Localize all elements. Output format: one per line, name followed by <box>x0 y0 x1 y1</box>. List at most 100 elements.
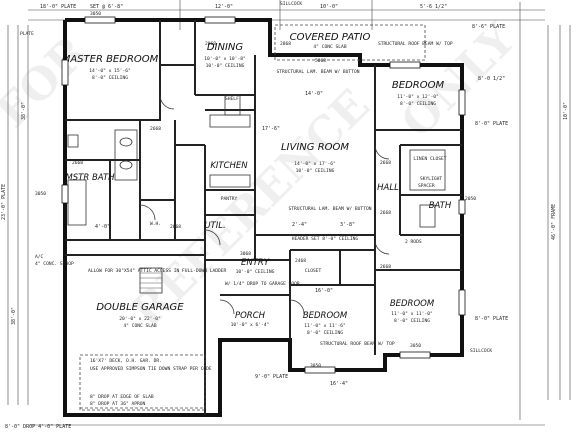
garage-slab-note: 4" CONC SLAB <box>123 323 156 329</box>
room-size-bedroom-1: 11'-0" x 12'-0" <box>397 94 439 100</box>
dim-left-3: 38'-0" <box>21 102 27 120</box>
note-ac: A/C <box>35 254 44 260</box>
dimension-text: 18'-0" PLATE SET @ 6'-8" 12'-0" 10'-0" 5… <box>1 4 569 430</box>
dim-mid-1: 14'-0" <box>305 91 323 97</box>
code-3050-c: 3050 <box>410 343 421 349</box>
room-size-porch: 10'-0" x 6'-4" <box>231 322 270 328</box>
bathtub <box>67 179 87 226</box>
note-skylight: SKYLIGHT <box>420 176 442 182</box>
windows <box>61 16 466 374</box>
note-sillcock-top: SILLCOCK <box>280 1 302 7</box>
dim-mid-5: 4'-0" <box>95 224 110 230</box>
dim-right-1: 46'-0" FRAME <box>551 204 557 240</box>
room-label-hall: HALL <box>377 183 399 193</box>
room-label-bedroom-1: BEDROOM <box>392 80 445 91</box>
dim-top-5: 5'-6 1/2" <box>420 4 447 10</box>
ceiling-bedroom-3: 8'-0" CEILING <box>394 318 430 324</box>
bath-toilet <box>419 204 436 228</box>
room-size-bedroom-2: 11'-0" x 11'-6" <box>304 323 346 329</box>
dim-mid-6: 16'-0" <box>315 288 333 294</box>
dim-mid-2: 17'-6" <box>262 126 280 132</box>
dimension-lines <box>7 0 571 426</box>
code-3050-d: 3050 <box>310 363 321 369</box>
door-swings <box>139 94 390 315</box>
covered-patio-outline <box>274 24 426 61</box>
note-structural-roof-top: STRUCTURAL ROOF BEAM W/ TOP <box>378 41 453 47</box>
dim-right-4: 8'-0" PLATE <box>475 121 508 127</box>
patio-slab-note: 4" CONC SLAB <box>313 44 346 50</box>
code-2868-patio: 2868 <box>280 41 291 47</box>
room-size-dining: 10'-0" x 10'-8" <box>204 56 246 62</box>
note-structural-roof: STRUCTURAL ROOF BEAM W/ TOP <box>320 341 395 347</box>
room-label-master-bedroom: MASTER BEDROOM <box>62 54 159 65</box>
opening-codes: 2868 2868 5068 2668 2668 2668 2668 2668 … <box>20 11 476 369</box>
ceiling-bedroom-1: 8'-0" CEILING <box>400 101 436 107</box>
dim-right-3: 8'-0" PLATE <box>475 316 508 322</box>
code-3068: 3068 <box>240 251 251 257</box>
dim-top-2: SET @ 6'-8" <box>90 4 123 10</box>
note-shelf: SHELF <box>225 96 239 102</box>
code-2668-d: 2668 <box>380 160 391 166</box>
dim-right-top: 8'-0 1/2" <box>478 76 505 82</box>
room-labels: MASTER BEDROOM 14'-0" x 15'-6" 8'-0" CEI… <box>62 32 452 336</box>
note-wh: W.H. <box>150 221 161 227</box>
note-drop: 8" DROP AT EDGE OF SLAB <box>90 394 154 400</box>
attic-stair <box>139 267 163 294</box>
interior-walls <box>65 20 462 415</box>
note-plate: PLATE <box>20 31 34 37</box>
note-attic-access: ALLOW FOR 30"X54" ATTIC ACCESS IN FULL-D… <box>88 268 227 274</box>
ceiling-bedroom-2: 8'-0" CEILING <box>307 330 343 336</box>
dim-bottom-left: 8'-0" DROP 4'-0" PLATE <box>5 424 71 430</box>
code-2668-c: 2668 <box>170 224 181 230</box>
code-5068: 5068 <box>315 58 326 64</box>
code-2668-f: 2668 <box>380 264 391 270</box>
room-label-covered-patio: COVERED PATIO <box>290 32 371 43</box>
dim-left-2: 38'-0" <box>11 307 17 325</box>
code-2668-e: 2668 <box>380 210 391 216</box>
room-label-living-room: LIVING ROOM <box>281 142 349 153</box>
room-size-bedroom-3: 11'-0" x 11'-0" <box>391 311 433 317</box>
code-2668-a: 2668 <box>150 126 161 132</box>
ceiling-entry: 10'-0" CEILING <box>236 269 275 275</box>
room-label-porch: PORCH <box>235 311 266 321</box>
note-structural-lam-2: STRUCTURAL LAM. BEAM W/ BUTTON <box>289 206 372 212</box>
note-drop-2: 8" DROP AT 36" APRON <box>90 401 146 407</box>
shower <box>409 149 446 191</box>
room-label-bedroom-3: BEDROOM <box>390 299 435 309</box>
ceiling-master: 8'-0" CEILING <box>92 75 128 81</box>
annotations: STRUCTURAL LAM. BEAM W/ BUTTON STRUCTURA… <box>35 1 492 407</box>
note-structural-lam: STRUCTURAL LAM. BEAM W/ BUTTON <box>277 69 360 75</box>
dim-right-2: 10'-0" <box>563 102 569 120</box>
dim-top-1: 18'-0" PLATE <box>40 4 76 10</box>
dim-top-6: 8'-6" PLATE <box>472 24 505 30</box>
room-label-closet: CLOSET <box>305 268 322 274</box>
note-header: HEADER SET 8'-0" CEILING <box>292 236 359 242</box>
room-size-master-bedroom: 14'-0" x 15'-6" <box>89 68 131 74</box>
dim-top-3: 12'-0" <box>215 4 233 10</box>
note-garage-door: 16'X7' DECK, O.H. GAR. DR. <box>90 358 162 364</box>
dim-top-4: 10'-0" <box>320 4 338 10</box>
vanity <box>114 129 138 181</box>
note-rods: 2 RODS <box>405 239 422 245</box>
dim-bottom-1: 9'-0" PLATE <box>255 374 288 380</box>
room-label-entry: ENTRY <box>241 258 270 268</box>
kitchen-counter <box>209 114 251 128</box>
dim-bottom-2: 16'-4" <box>330 381 348 387</box>
exterior-walls <box>63 18 464 417</box>
dim-left-1: 23'-0" PLATE <box>1 184 7 220</box>
room-label-pantry: PANTRY <box>221 196 238 202</box>
ceiling-dining: 10'-0" CEILING <box>206 63 245 69</box>
note-spacer: SPACER <box>418 183 435 189</box>
dim-mid-4: 3'-8" <box>340 222 355 228</box>
refrigerator <box>224 94 241 116</box>
room-size-double-garage: 20'-0" x 22'-0" <box>119 316 161 322</box>
note-garage-drain: W/ 1/4" DROP TO GARAGE DOOR <box>225 281 300 287</box>
room-size-living-room: 14'-0" x 17'-6" <box>294 161 336 167</box>
watermark-text: FOR <box>0 26 98 137</box>
room-label-kitchen: KITCHEN <box>210 161 248 171</box>
room-label-util: UTIL. <box>204 221 225 231</box>
room-label-dining: DINING <box>207 42 244 53</box>
room-label-double-garage: DOUBLE GARAGE <box>96 302 184 313</box>
